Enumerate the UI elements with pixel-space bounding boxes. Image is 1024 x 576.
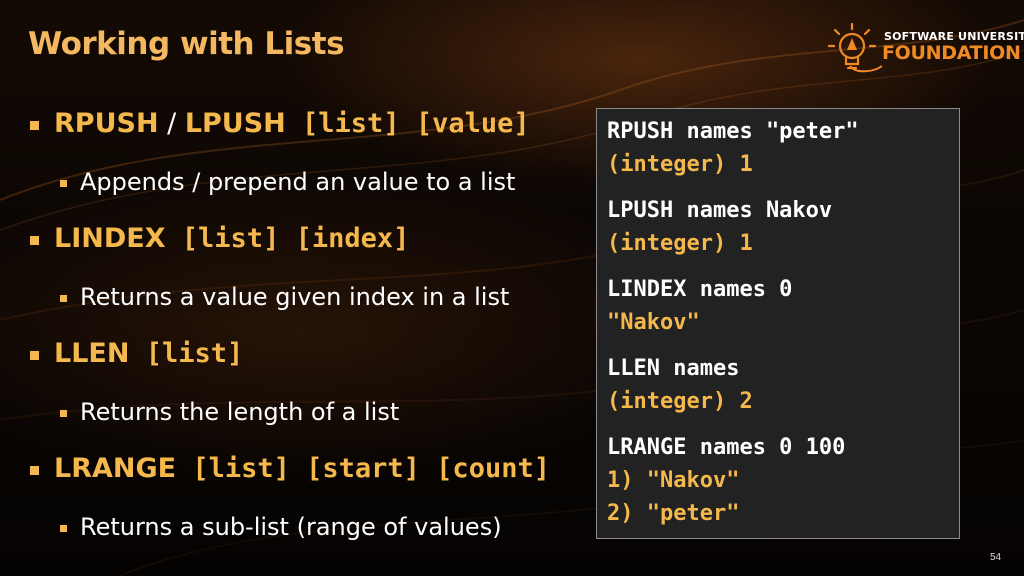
sub-bullet-marker (60, 180, 67, 187)
command-name: LINDEX (54, 223, 166, 254)
sub-bullet-marker (60, 410, 67, 417)
command-name: LLEN (54, 338, 130, 369)
slide-title: Working with Lists (28, 26, 345, 62)
sub-bullet-text: Appends / prepend an value to a list (80, 168, 516, 196)
separator: / (158, 108, 185, 139)
code-line-result: (integer) 1 (607, 231, 753, 256)
command-args: [list] [start] [count] (176, 453, 550, 484)
command-args: [list] [index] (165, 223, 410, 254)
code-line-command: LLEN names (607, 356, 740, 381)
code-line-command: LPUSH names Nakov (607, 198, 833, 223)
lightbulb-icon (827, 22, 883, 73)
command-name: LPUSH (184, 108, 286, 139)
command-name: LRANGE (54, 453, 177, 484)
bullet-marker (30, 236, 39, 245)
code-example-box: RPUSH names "peter" (integer) 1 LPUSH na… (596, 108, 960, 539)
code-line-result: "Nakov" (607, 310, 700, 335)
code-line-command: RPUSH names "peter" (607, 119, 859, 144)
code-line-result: 1) "Nakov" (607, 468, 740, 493)
code-line-command: LRANGE names 0 100 (607, 435, 846, 460)
code-line-result: (integer) 2 (607, 389, 753, 414)
bullet-marker (30, 121, 39, 130)
command-args: [list] [value] (285, 108, 530, 139)
code-line-result: 2) "peter" (607, 501, 740, 526)
sub-bullet-marker (60, 525, 67, 532)
bullet-marker (30, 466, 39, 475)
logo-line-2: FOUNDATION (882, 42, 1021, 64)
slide-number: 54 (990, 552, 1002, 563)
sub-bullet-text: Returns the length of a list (80, 398, 400, 426)
sub-bullet-text: Returns a value given index in a list (80, 283, 510, 311)
command-args: [list] (129, 338, 244, 369)
command-name: RPUSH (54, 108, 159, 139)
software-university-logo: SOFTWARE UNIVERSITY FOUNDATION (826, 20, 1024, 76)
bullet-marker (30, 351, 39, 360)
code-line-result: (integer) 1 (607, 152, 753, 177)
sub-bullet-text: Returns a sub-list (range of values) (80, 513, 502, 541)
sub-bullet-marker (60, 295, 67, 302)
logo-line-1: SOFTWARE UNIVERSITY (884, 30, 1024, 43)
code-line-command: LINDEX names 0 (607, 277, 793, 302)
